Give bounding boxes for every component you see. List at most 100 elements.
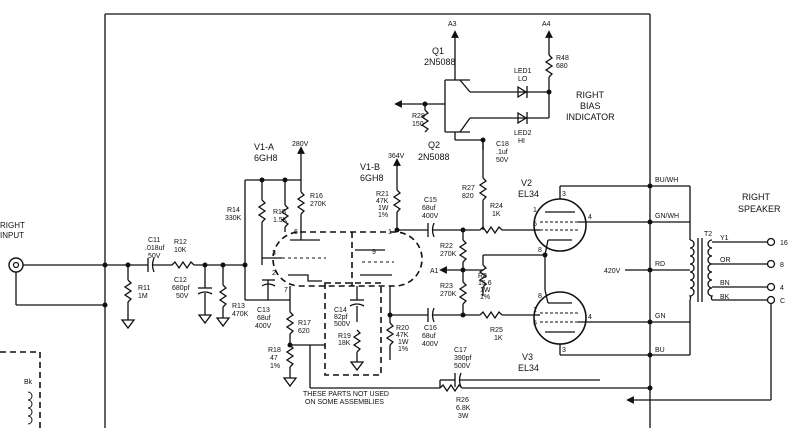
r13-value: 470K — [232, 311, 249, 318]
v1a-stage: V1-A 6GH8 280V R14 330K R15 1.5K R16 270… — [225, 141, 423, 388]
led2-label: LED2 — [514, 130, 532, 137]
r17-value: 620 — [298, 328, 310, 335]
wire-gn-wh: GN/WH — [655, 213, 679, 220]
v3-pin-8: 8 — [538, 293, 542, 300]
r15-value: 1.5K — [273, 217, 288, 224]
v364-label: 364V — [388, 153, 405, 160]
r11-label: R11 — [138, 285, 150, 292]
c11-label: C11 — [148, 237, 160, 244]
r18-value: 47 — [270, 355, 278, 362]
c14-value: 82pf — [334, 314, 348, 321]
r14-value: 330K — [225, 215, 242, 222]
r19-label: R19 — [338, 333, 351, 340]
v2-type: EL34 — [518, 189, 539, 199]
r8-power: 1W — [480, 287, 491, 294]
c16-value: 68uf — [422, 333, 436, 340]
v1a-type: 6GH8 — [254, 153, 278, 163]
c13-voltage: 400V — [255, 323, 272, 330]
c17-value: 390pf — [454, 355, 472, 362]
r25-value: 1K — [494, 335, 503, 342]
r20-tolerance: 1% — [398, 346, 408, 353]
c12-voltage: 50V — [176, 293, 189, 300]
r27-value: 820 — [462, 193, 474, 200]
c12-value: 680pf — [172, 285, 190, 292]
wire-or: OR — [720, 257, 731, 264]
led1-state: LO — [518, 76, 528, 83]
a3-label: A3 — [448, 21, 457, 28]
r24-label: R24 — [490, 203, 503, 210]
led1-label: LED1 — [514, 68, 532, 75]
output-transformer: BU/WH GN/WH RD GN BU T2 Y1 OR BN BK — [650, 177, 768, 356]
r12-label: R12 — [174, 239, 187, 246]
r8-value: 15.6 — [478, 280, 492, 287]
v2-tube: V2 EL34 1 5 8 4 3 — [518, 178, 610, 256]
r26-value: 6.8K — [456, 405, 471, 412]
v1-pin-2: 2 — [272, 270, 276, 277]
a4-label: A4 — [542, 21, 551, 28]
c14-voltage: 500V — [334, 321, 351, 328]
wire-bn: BN — [720, 280, 730, 287]
led2-state: HI — [518, 138, 525, 145]
v420-label: 420V — [604, 268, 621, 275]
v2-pin-4: 4 — [588, 214, 592, 221]
v1-pin-3: 3 — [272, 250, 276, 257]
feedback-network: C17 390pf 500V R26 6.8K 3W — [309, 345, 650, 420]
q2-type: 2N5088 — [418, 152, 450, 162]
c15-voltage: 400V — [422, 213, 439, 220]
right-speaker-label-1: RIGHT — [742, 192, 771, 202]
v3-type: EL34 — [518, 363, 539, 373]
r12-value: 10K — [174, 247, 187, 254]
r21-label: R21 — [376, 191, 389, 198]
wire-y1: Y1 — [720, 235, 729, 242]
not-used-note-2: ON SOME ASSEMBLIES — [305, 399, 384, 406]
tap-8: 8 — [780, 262, 784, 269]
r22-label: R22 — [440, 243, 453, 250]
v3-tube: V3 EL34 8 1 5 4 3 — [518, 255, 610, 373]
bias-indicator-section: A3 A4 R48 680 Q1 2N5088 LED1 LO Q2 2N508… — [394, 21, 615, 164]
v3-pin-3: 3 — [562, 347, 566, 354]
r16-label: R16 — [310, 193, 323, 200]
r22-value: 270K — [440, 251, 457, 258]
r27-label: R27 — [462, 185, 475, 192]
r28-value: 150 — [412, 121, 424, 128]
v1b-pin-1: 1 — [388, 229, 392, 236]
right-input-label-2: INPUT — [0, 231, 24, 240]
r18-tolerance: 1% — [270, 363, 280, 370]
right-speaker-label-2: SPEAKER — [738, 204, 781, 214]
c15-label: C15 — [424, 197, 437, 204]
r21-tolerance: 1% — [378, 212, 388, 219]
wire-bk: BK — [720, 294, 730, 301]
r25-label: R25 — [490, 327, 503, 334]
c16-voltage: 400V — [422, 341, 439, 348]
v1b-label: V1-B — [360, 162, 380, 172]
v1b-pin-9: 9 — [372, 249, 376, 256]
q2-label: Q2 — [428, 140, 440, 150]
r21-power: 1W — [378, 205, 389, 212]
c15-value: 68uf — [422, 205, 436, 212]
bias-indicator-label-2: BIAS — [580, 101, 601, 111]
c12-label: C12 — [174, 277, 187, 284]
a1-label: A1 — [430, 268, 439, 275]
v3-pin-1: 1 — [533, 307, 537, 314]
r21-value: 47K — [376, 198, 389, 205]
q1-type: 2N5088 — [424, 57, 456, 67]
c13-label: C13 — [257, 307, 270, 314]
r11-value: 1M — [138, 293, 148, 300]
r18-label: R18 — [268, 347, 281, 354]
r13-label: R13 — [232, 303, 245, 310]
board-outline — [104, 13, 651, 428]
right-input-jack: RIGHT INPUT — [0, 221, 105, 306]
r16-value: 270K — [310, 201, 327, 208]
r8-tolerance: 1% — [480, 294, 490, 301]
wire-bu-wh: BU/WH — [655, 177, 678, 184]
v2-pin-3: 3 — [562, 191, 566, 198]
v1b-stage: V1-B 6GH8 364V R21 47K 1W 1% 1 9 R20 47K… — [303, 153, 428, 406]
adjacent-board-fragment: Bk — [0, 351, 41, 428]
v1a-label: V1-A — [254, 142, 274, 152]
bias-indicator-label-1: RIGHT — [576, 90, 605, 100]
wire-gn: GN — [655, 313, 666, 320]
r24-value: 1K — [492, 211, 501, 218]
tap-4: 4 — [780, 285, 784, 292]
r23-value: 270K — [440, 291, 457, 298]
v1b-type: 6GH8 — [360, 173, 384, 183]
